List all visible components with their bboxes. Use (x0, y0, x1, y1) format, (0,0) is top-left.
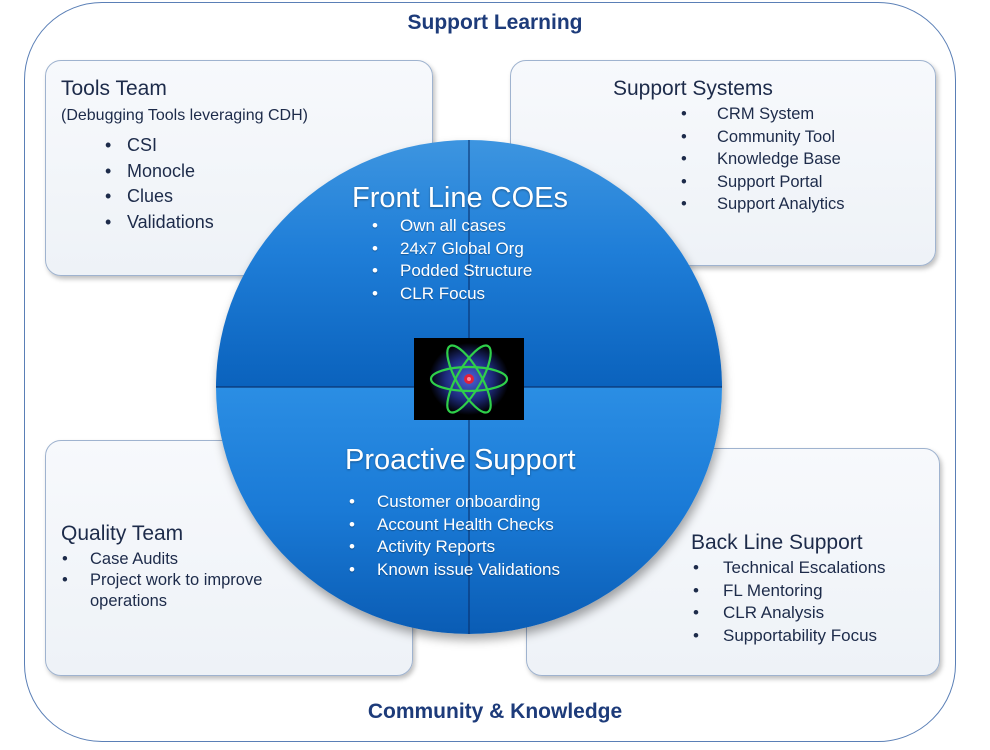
proactive-list: Customer onboarding Account Health Check… (345, 491, 560, 581)
list-item: Monocle (101, 159, 214, 185)
front-line-title: Front Line COEs (352, 182, 568, 214)
list-item: CLR Focus (368, 283, 532, 306)
front-line-list: Own all cases 24x7 Global Org Podded Str… (368, 215, 532, 305)
tools-team-list: CSI Monocle Clues Validations (101, 133, 214, 235)
quality-team-title: Quality Team (61, 522, 184, 545)
tools-team-subtitle: (Debugging Tools leveraging CDH) (61, 107, 308, 124)
list-item: CSI (101, 133, 214, 159)
back-line-title: Back Line Support (691, 531, 863, 554)
list-item: Own all cases (368, 215, 532, 238)
list-item: Known issue Validations (345, 559, 560, 582)
list-item: Clues (101, 184, 214, 210)
atom-icon (414, 338, 524, 420)
list-item: 24x7 Global Org (368, 238, 532, 261)
support-systems-list: CRM System Community Tool Knowledge Base… (677, 103, 845, 216)
list-item: Account Health Checks (345, 514, 560, 537)
proactive-title: Proactive Support (345, 444, 576, 476)
list-item: CRM System (677, 103, 845, 126)
list-item: Validations (101, 210, 214, 236)
banner-community-knowledge: Community & Knowledge (367, 700, 623, 723)
list-item: Case Audits (58, 549, 298, 570)
list-item: Community Tool (677, 126, 845, 149)
outer-frame (24, 2, 956, 742)
support-systems-title: Support Systems (613, 77, 773, 100)
list-item: Customer onboarding (345, 491, 560, 514)
tools-team-title: Tools Team (61, 77, 167, 100)
list-item: Activity Reports (345, 536, 560, 559)
banner-support-learning: Support Learning (407, 11, 583, 34)
list-item: Supportability Focus (689, 625, 886, 648)
list-item: Podded Structure (368, 260, 532, 283)
back-line-list: Technical Escalations FL Mentoring CLR A… (689, 557, 886, 647)
